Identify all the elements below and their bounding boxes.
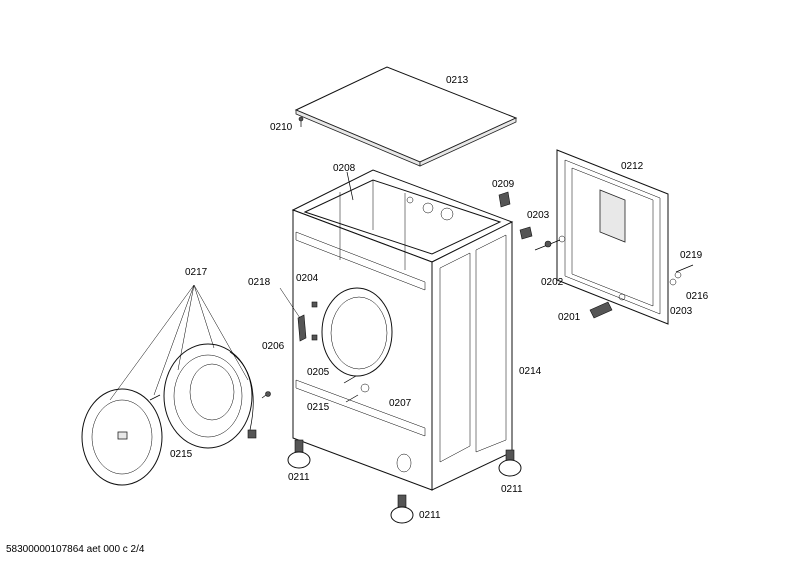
foot-left <box>287 439 311 469</box>
label-0211-center: 0211 <box>419 510 441 521</box>
top-cover-part <box>294 66 518 167</box>
label-0212: 0212 <box>621 161 644 172</box>
bracket-0201 <box>589 301 613 319</box>
label-0203-rear-lower: 0203 <box>670 306 693 317</box>
door-inner-frame-part <box>163 343 254 449</box>
label-0208: 0208 <box>333 163 356 174</box>
label-0210: 0210 <box>270 122 293 133</box>
label-0215-door: 0215 <box>170 449 193 460</box>
label-0218: 0218 <box>248 277 271 288</box>
label-0204: 0204 <box>296 273 319 284</box>
hinge-clip-door <box>247 429 257 439</box>
screws-0215-0207 <box>343 375 370 403</box>
label-0203-rear-upper: 0203 <box>527 210 550 221</box>
hinge-0218 <box>279 287 307 342</box>
label-0202: 0202 <box>541 277 564 288</box>
label-0216: 0216 <box>686 291 709 302</box>
label-0211-left: 0211 <box>288 472 310 483</box>
label-0209: 0209 <box>492 179 515 190</box>
label-0206: 0206 <box>262 341 285 352</box>
screws-0202-0203 <box>519 226 566 251</box>
footer-reference: 58300000107864 aet 000 c 2/4 <box>6 544 145 555</box>
latch-0204-0205 <box>311 301 318 341</box>
screws-0219-0216 <box>669 264 694 286</box>
door-outer-ring-part <box>81 388 163 486</box>
label-0217: 0217 <box>185 267 208 278</box>
screw-0206 <box>261 391 271 399</box>
screw-0210 <box>298 116 304 127</box>
foot-center <box>390 494 414 524</box>
cabinet-body-part <box>291 169 514 491</box>
label-0219: 0219 <box>680 250 703 261</box>
label-0214: 0214 <box>519 366 542 377</box>
leader-0217 <box>109 284 249 401</box>
label-0215-cabinet: 0215 <box>307 402 330 413</box>
leader-0208 <box>346 171 354 201</box>
screw-0215-door <box>149 394 161 401</box>
label-0201: 0201 <box>558 312 581 323</box>
bracket-0209 <box>498 191 511 208</box>
label-0207: 0207 <box>389 398 412 409</box>
label-0213: 0213 <box>446 75 469 86</box>
label-0211-right: 0211 <box>501 484 523 495</box>
rear-panel-part <box>556 149 669 325</box>
label-0205: 0205 <box>307 367 330 378</box>
foot-right <box>498 449 522 477</box>
